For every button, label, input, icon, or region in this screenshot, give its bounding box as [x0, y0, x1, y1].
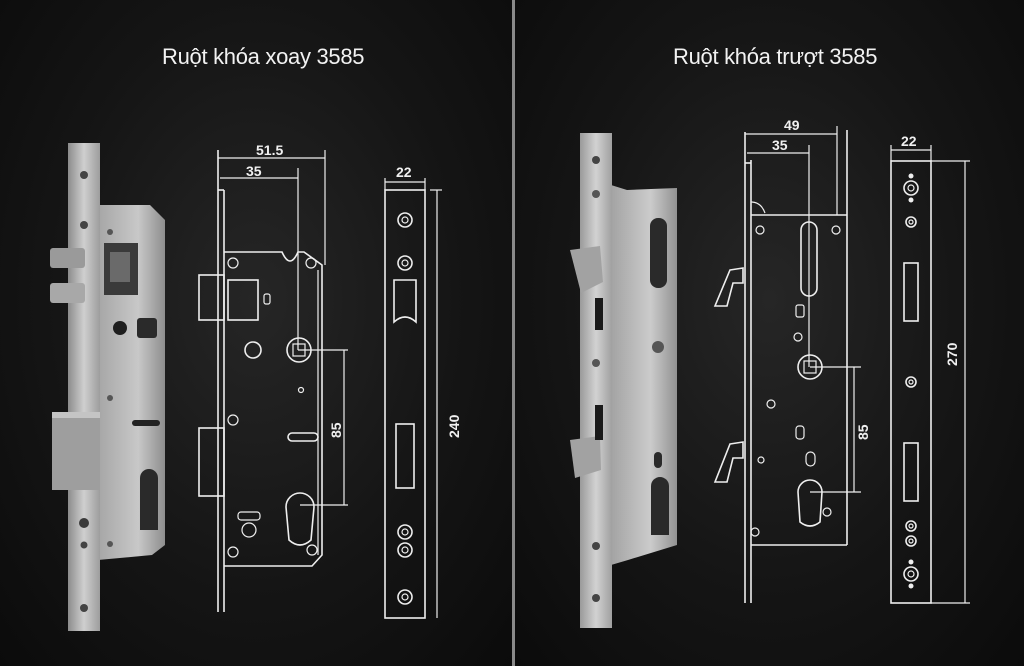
panel-title: Ruột khóa trượt 3585	[673, 44, 878, 69]
dimension-overall-width: 51.5	[256, 142, 283, 158]
dimension-backset: 35	[246, 163, 262, 179]
drawing-faceplate-rotating	[384, 178, 442, 619]
dimension-overall-width: 49	[784, 117, 800, 133]
dimension-faceplate-width: 22	[396, 164, 412, 180]
drawing-side-view-rotating	[198, 150, 348, 612]
lock-photo-sliding	[570, 133, 677, 628]
drawing-side-view-sliding	[713, 126, 861, 603]
lock-photo-rotating	[50, 143, 165, 631]
dimension-faceplate-length: 240	[446, 414, 462, 438]
sliding-lock-illustration: 49 35 85 22 270	[570, 117, 970, 628]
dimension-backset: 35	[772, 137, 788, 153]
panel-rotating-lock: Ruột khóa xoay 3585	[0, 0, 512, 666]
rotating-lock-illustration: 51.5 35 85 22 240	[50, 142, 462, 631]
dimension-center-distance: 85	[328, 422, 344, 438]
panel-title: Ruột khóa xoay 3585	[162, 44, 365, 69]
panel-sliding-lock: Ruột khóa trượt 3585	[515, 0, 1024, 666]
dimension-center-distance: 85	[855, 424, 871, 440]
drawing-faceplate-sliding	[890, 145, 970, 604]
dimension-faceplate-length: 270	[944, 342, 960, 366]
dimension-faceplate-width: 22	[901, 133, 917, 149]
panel-divider	[512, 0, 515, 666]
